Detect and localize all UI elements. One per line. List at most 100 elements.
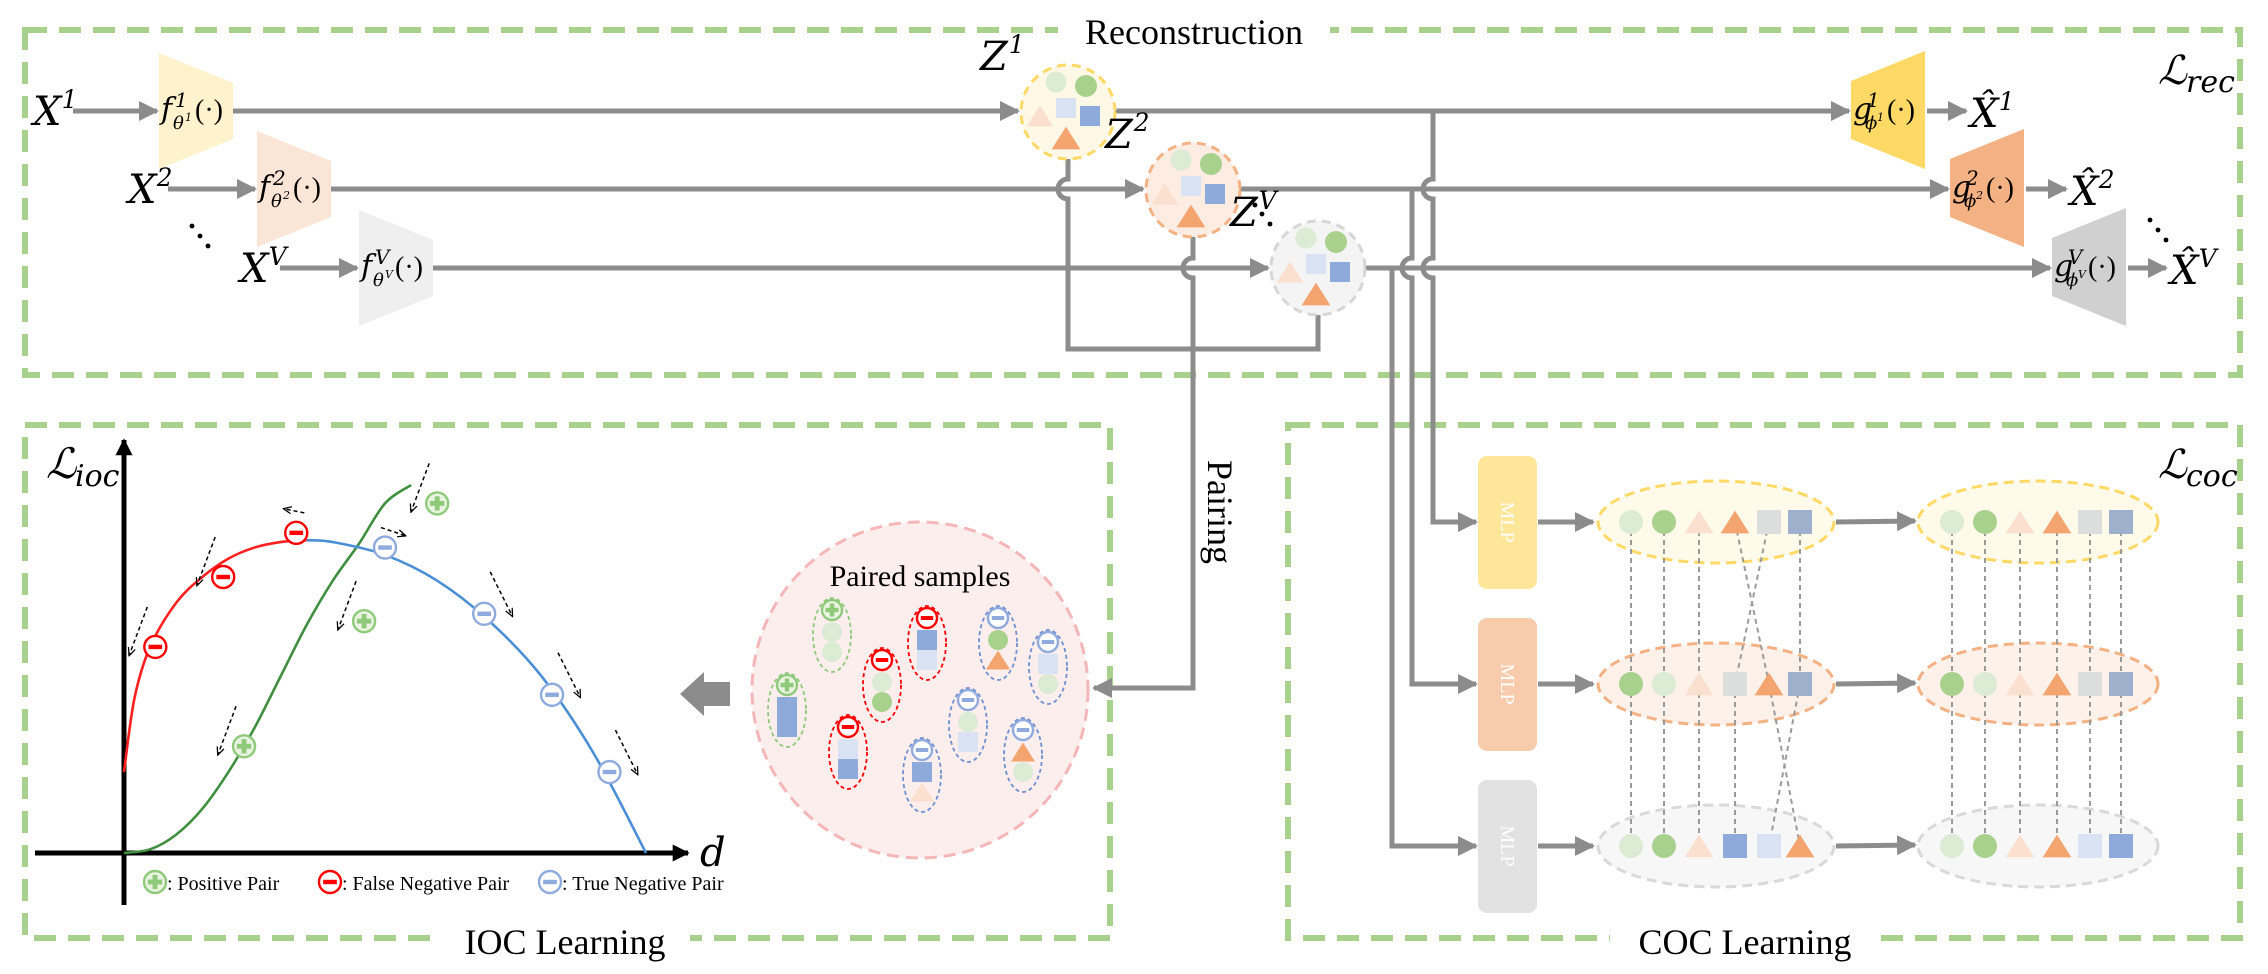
svg-text:V: V	[2078, 268, 2087, 281]
chart-marker-false-negative	[197, 536, 236, 590]
coc-label-bg	[1610, 918, 1872, 962]
legend-false-negative-icon	[317, 869, 343, 895]
ellipsis-dots	[1252, 202, 1273, 227]
wire-z2-mlp2	[1399, 189, 1478, 694]
pairing-label: Pairing	[1200, 460, 1240, 564]
svg-text:1: 1	[185, 111, 192, 124]
series-line-1	[123, 483, 412, 855]
output-xhat1: X̂1	[1967, 87, 2015, 137]
sample-pair-positive	[812, 597, 852, 673]
latent-z2	[1144, 141, 1242, 239]
output-xhatv: X̂V	[2167, 244, 2220, 294]
paired-samples-group: Paired samples	[750, 520, 1090, 860]
svg-text:θ: θ	[373, 270, 384, 291]
false-negative-pair-icon	[210, 564, 236, 590]
true-negative-pair-icon	[539, 682, 565, 707]
false-negative-badge-icon	[915, 606, 939, 630]
coc-row-2: MLP	[1478, 618, 2160, 751]
decoder-1	[1851, 51, 1925, 169]
latent-label-z1-base: Z	[978, 34, 1009, 80]
coc-row-shapes-3	[1619, 834, 2133, 858]
green-circle-shape	[1325, 231, 1347, 253]
cluster-embedding-after	[1916, 641, 2160, 727]
lightblue-square-shape	[1306, 254, 1326, 274]
svg-text:ϕ: ϕ	[1865, 113, 1877, 134]
cluster-correspondence-links	[1630, 521, 2122, 847]
svg-text:2: 2	[272, 166, 286, 190]
svg-text:2: 2	[282, 189, 290, 202]
latent-zv	[1269, 219, 1367, 317]
legend-item-false-negative: : False Negative Pair	[317, 869, 510, 895]
cluster-embedding-after	[1916, 479, 2160, 565]
x-axis-label: d	[700, 830, 726, 876]
chart-marker-true-negative	[471, 571, 512, 626]
pair-outline	[1003, 717, 1043, 793]
rec-loss-symbol: ℒ	[2158, 48, 2188, 94]
reconstruction-label-bg	[1058, 8, 1330, 52]
sample-pair-false-negative	[907, 605, 947, 681]
lightorange-triangle-shape	[2005, 672, 2035, 696]
paired-samples-label: Paired samples	[830, 560, 1011, 593]
chart-marker-true-negative	[597, 729, 637, 785]
lightgreen-circle-shape	[958, 712, 978, 732]
sample-pair-true-negative	[902, 737, 942, 813]
lightorange-triangle-shape	[910, 782, 934, 802]
mlp-block-2: MLP	[1478, 618, 1537, 751]
gradient-direction-arrow	[284, 509, 305, 513]
chart-marker-positive	[218, 706, 257, 759]
gradient-direction-arrow	[614, 729, 637, 774]
coc-loss-subscript: coc	[2186, 459, 2238, 494]
svg-text:ϕ: ϕ	[1964, 191, 1976, 212]
lightblue-square-shape	[1038, 654, 1058, 674]
blue-square-shape	[912, 762, 932, 782]
rec-loss-label: ℒ rec	[2158, 48, 2235, 100]
sample-pair-false-negative	[828, 714, 868, 790]
orange-triangle-shape	[1785, 834, 1815, 858]
wire-pairing	[1092, 237, 1196, 698]
svg-text:(·): (·)	[395, 252, 423, 283]
lightgreen-circle-shape	[1973, 672, 1997, 696]
mlp-block-1: MLP	[1478, 456, 1537, 589]
true-negative-badge-icon	[1011, 718, 1035, 742]
true-negative-badge-icon	[956, 688, 980, 712]
orange-triangle-shape	[1011, 742, 1035, 762]
latent-label-z2-sup: 2	[1133, 108, 1150, 137]
wire-z1-mlp1	[1420, 111, 1478, 532]
gray-square-shape	[2078, 510, 2102, 534]
svg-text:θ: θ	[173, 113, 184, 134]
rec-loss-subscript: rec	[2186, 65, 2235, 100]
pair-outline	[767, 672, 807, 748]
green-circle-shape	[1652, 834, 1676, 858]
input-x1-sup: 1	[62, 85, 78, 114]
false-negative-badge-icon	[870, 648, 894, 672]
green-circle-shape	[1619, 672, 1643, 696]
lightgreen-circle-shape	[1652, 672, 1676, 696]
chart-marker-positive	[338, 580, 377, 634]
svg-text:(·): (·)	[195, 95, 223, 126]
orange-triangle-shape	[2042, 834, 2072, 858]
alignment-arrow	[1835, 511, 1917, 532]
false-negative-badge-icon	[836, 715, 860, 739]
lightorange-triangle-shape	[1026, 105, 1054, 127]
orange-triangle-shape	[2042, 510, 2072, 534]
positive-pair-icon	[425, 491, 450, 516]
connection-wires	[233, 101, 2052, 856]
lightgreen-circle-shape	[822, 642, 842, 662]
green-circle-shape	[1973, 834, 1997, 858]
svg-text:g: g	[1853, 92, 1872, 127]
input-x1-base: X	[30, 89, 63, 135]
true-negative-pair-icon	[597, 759, 622, 785]
true-negative-pair-icon	[471, 601, 497, 626]
svg-text:ϕ: ϕ	[2066, 270, 2078, 291]
gradient-direction-arrow	[380, 526, 405, 536]
legend-true-negative-icon	[537, 869, 563, 895]
blue-square-shape	[1080, 106, 1100, 126]
lightblue-square-shape	[1757, 834, 1781, 858]
svg-text:(·): (·)	[1887, 95, 1915, 126]
